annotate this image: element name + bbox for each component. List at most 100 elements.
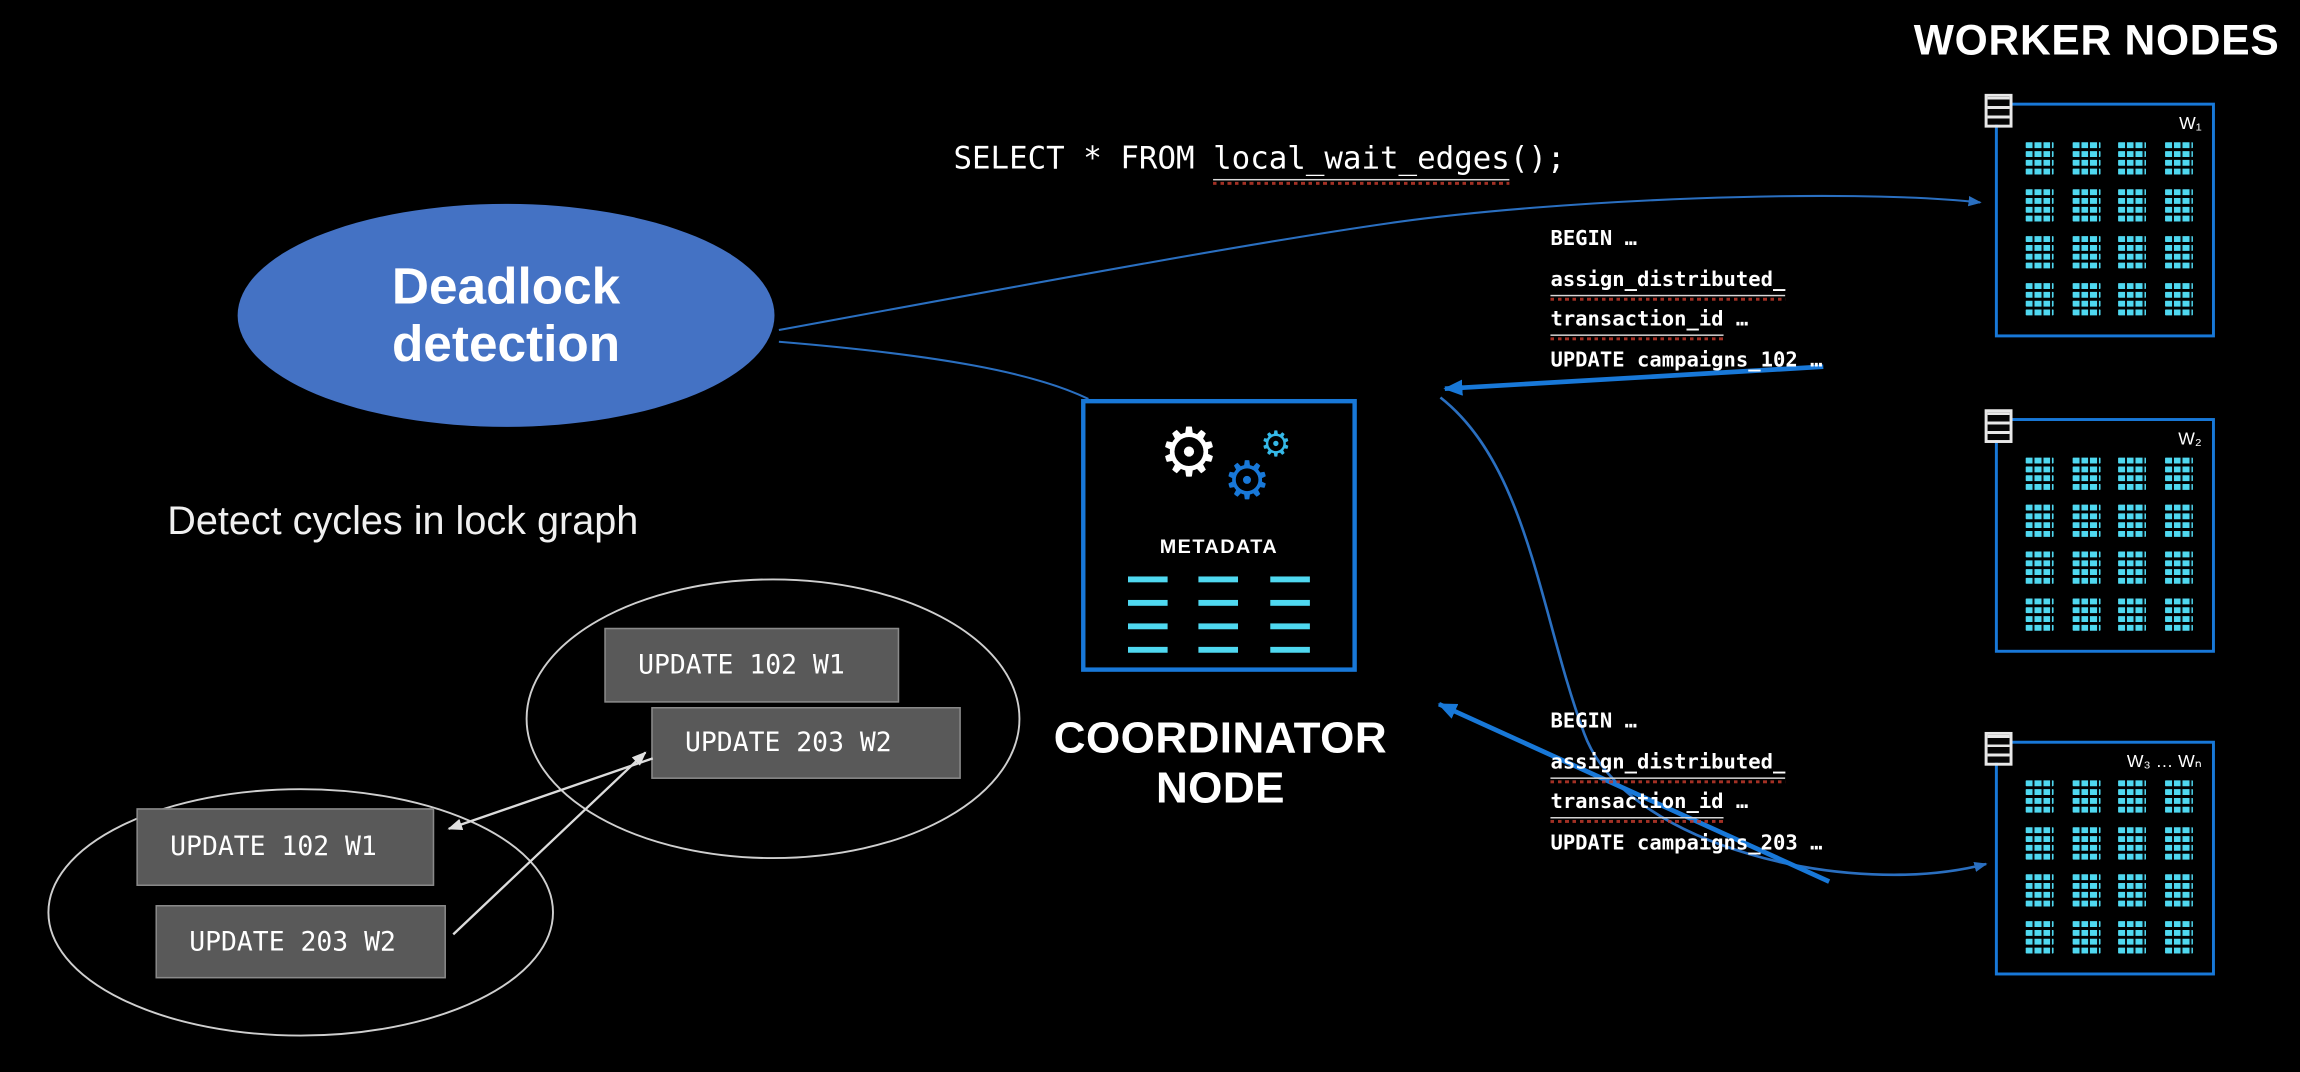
metadata-row-icon (1199, 599, 1239, 607)
table-icon (2026, 236, 2054, 268)
coordinator-label: COORDINATOR NODE (946, 714, 1495, 814)
table-icon (2118, 189, 2147, 222)
table-icon (2118, 458, 2147, 490)
coordinator-label-line2: NODE (1155, 764, 1285, 813)
table-icon (2026, 827, 2054, 860)
page-title: WORKER NODES (1913, 17, 2280, 65)
table-icon (2164, 598, 2193, 631)
table-icon (2026, 505, 2054, 537)
table-icon (2072, 552, 2101, 584)
lock-node-update-203-w2-bottom: UPDATE 203 W2 (155, 905, 446, 979)
table-icon (2164, 458, 2193, 490)
sql-function: local_wait_edges (1213, 140, 1510, 177)
table-icon (2118, 505, 2147, 537)
sql-suffix: (); (1509, 140, 1566, 177)
deadlock-line1: Deadlock (391, 257, 621, 316)
metadata-row-icon (1270, 623, 1311, 630)
table-icon (2164, 552, 2193, 584)
table-icon (2026, 189, 2054, 222)
worker-label-3: W₃ … Wₙ (2126, 751, 2202, 772)
coordinator-label-line1: COORDINATOR (1053, 714, 1388, 763)
tx-line: UPDATE campaigns_102 … (1550, 348, 1823, 372)
table-icon (2072, 827, 2101, 860)
shard-tables-grid (2021, 141, 2197, 317)
worker-node-3: W₃ … Wₙ (1984, 731, 2215, 976)
lock-node-update-102-w1-bottom: UPDATE 102 W1 (136, 808, 435, 886)
lock-node-update-203-w2-top: UPDATE 203 W2 (651, 707, 961, 779)
table-icon (2118, 142, 2147, 175)
tx-line: transaction_id … (1550, 308, 1749, 332)
shard-tables-grid (2021, 779, 2197, 955)
caption: Detect cycles in lock graph (167, 498, 639, 543)
gear-icon: ⚙ (1223, 451, 1271, 512)
worker-label-1: W₁ (2179, 112, 2202, 134)
table-icon (2118, 921, 2147, 953)
table-icon (2072, 142, 2101, 175)
table-icon (2164, 189, 2193, 222)
metadata-row-icon (1127, 599, 1168, 607)
table-icon (2164, 283, 2193, 315)
wait-edge-top-to-bottom (447, 757, 654, 831)
worker-node-2: W₂ (1984, 409, 2215, 653)
table-icon (2072, 921, 2101, 953)
gear-icon: ⚙ (1158, 412, 1220, 492)
table-icon (2118, 236, 2147, 268)
table-icon (2026, 598, 2054, 631)
table-icon (2072, 189, 2101, 222)
server-icon (1984, 731, 2013, 766)
table-icon (2118, 283, 2147, 315)
edge-ellipse-to-coordinator (778, 340, 1089, 400)
metadata-row-icon (1127, 623, 1168, 630)
deadlock-detection-ellipse: Deadlock detection (237, 203, 775, 427)
lock-node-text: UPDATE 203 W2 (685, 727, 892, 759)
table-icon (2164, 236, 2193, 268)
table-icon (2072, 283, 2101, 315)
metadata-row-icon (1127, 646, 1168, 654)
table-icon (2026, 283, 2054, 315)
metadata-row-icon (1199, 646, 1239, 654)
deadlock-line2: detection (391, 315, 621, 373)
table-icon (2164, 921, 2193, 953)
transaction-block-203: BEGIN …assign_distributed_transaction_id… (1550, 703, 1822, 864)
worker-label-2: W₂ (2178, 428, 2202, 449)
tx-line: assign_distributed_ (1550, 267, 1786, 292)
shard-tables-grid (2021, 456, 2197, 632)
table-icon (2164, 780, 2193, 813)
lock-node-text: UPDATE 203 W2 (189, 926, 396, 958)
table-icon (2164, 505, 2193, 537)
table-icon (2164, 874, 2193, 907)
metadata-row-icon (1199, 623, 1239, 630)
table-icon (2164, 142, 2193, 175)
table-icon (2026, 921, 2054, 953)
metadata-row-icon (1127, 576, 1168, 583)
coordinator-box: ⚙ ⚙ ⚙ METADATA (1081, 398, 1357, 672)
metadata-row-icon (1199, 576, 1239, 583)
server-icon (1984, 409, 2013, 443)
table-icon (2072, 458, 2101, 490)
wait-edge-bottom-to-top (452, 751, 647, 936)
table-icon (2026, 552, 2054, 584)
metadata-row-icon (1270, 646, 1311, 654)
lock-node-text: UPDATE 102 W1 (170, 831, 377, 863)
table-icon (2118, 780, 2147, 813)
table-icon (2072, 236, 2101, 268)
gear-icon: ⚙ (1260, 423, 1292, 465)
lock-node-update-102-w1-top: UPDATE 102 W1 (604, 627, 900, 703)
lock-node-text: UPDATE 102 W1 (638, 649, 845, 681)
table-icon (2026, 874, 2054, 907)
sql-prefix: SELECT * FROM (953, 140, 1214, 177)
table-icon (2118, 552, 2147, 584)
table-icon (2026, 142, 2054, 175)
table-icon (2072, 505, 2101, 537)
table-icon (2026, 458, 2054, 490)
worker-node-1: W₁ (1984, 93, 2215, 338)
table-icon (2072, 874, 2101, 907)
table-icon (2164, 827, 2193, 860)
transaction-block-102: BEGIN … assign_distributed_ transaction_id… (1550, 220, 1822, 381)
tx-line: transaction_id … (1550, 790, 1749, 815)
table-icon (2026, 780, 2054, 813)
metadata-rows (1112, 574, 1326, 656)
table-icon (2118, 598, 2147, 631)
tx-line: BEGIN … (1550, 227, 1638, 251)
tx-line: assign_distributed_ (1550, 750, 1786, 774)
